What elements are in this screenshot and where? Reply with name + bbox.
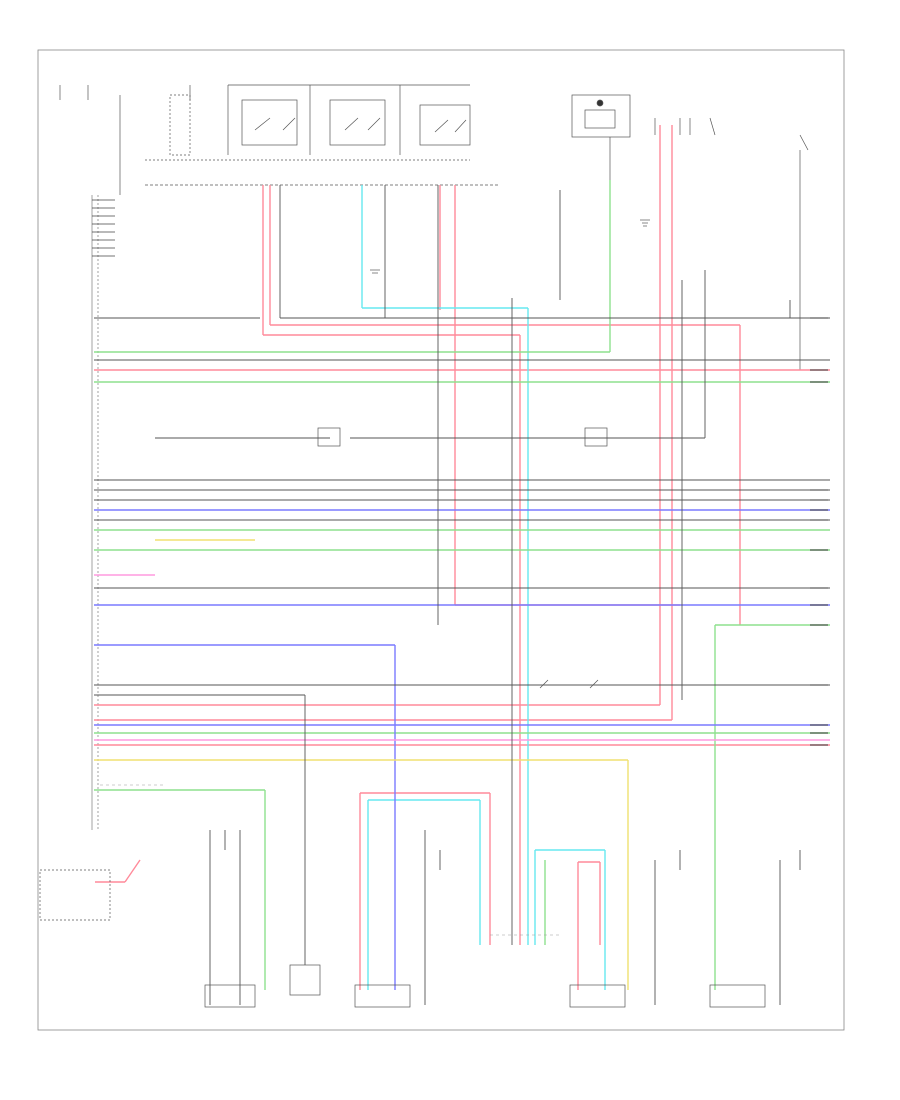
yellow-wires [94,539,629,990]
connector-bands [100,784,560,936]
diagram-frame [37,49,845,1031]
mid-relays [317,427,608,689]
top-relay-block [59,84,500,195]
red-wires [94,125,830,990]
right-pin-markers [810,317,828,746]
left-connector-strip [91,195,99,830]
ground-symbols [370,219,650,274]
bottom-components [39,869,766,1008]
top-right-switches [571,94,809,370]
green-wires [94,180,830,990]
cyan-wires [361,185,606,990]
left-pin-ticks [92,199,115,257]
black-wires [94,185,830,1005]
magenta-wires [94,574,830,741]
blue-wires [94,509,830,990]
